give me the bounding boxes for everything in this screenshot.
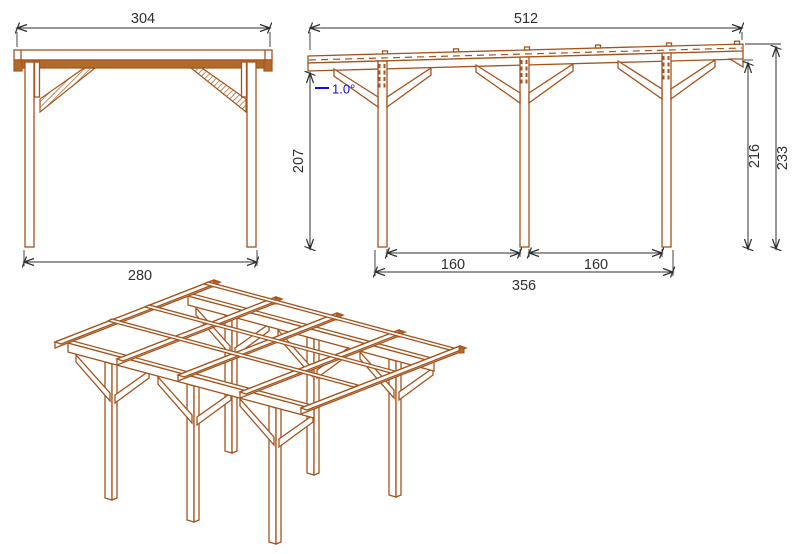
post bbox=[519, 56, 530, 248]
dim-bay-2: 160 bbox=[584, 257, 608, 273]
post bbox=[661, 52, 672, 248]
rafter bbox=[53, 279, 222, 349]
rafter-end-cap bbox=[458, 346, 465, 354]
dim-front-overall-width: 304 bbox=[131, 11, 155, 27]
knee-brace bbox=[75, 353, 111, 403]
hidden-edge-dashed-line bbox=[308, 47, 743, 61]
rafter bbox=[115, 296, 284, 366]
knee-brace bbox=[670, 58, 716, 101]
dim-height-roof-right: 233 bbox=[775, 146, 791, 170]
post bbox=[246, 61, 257, 248]
roof-batten bbox=[143, 304, 397, 374]
knee-brace bbox=[617, 59, 663, 101]
dim-side-overall-length: 512 bbox=[514, 11, 538, 27]
post bbox=[186, 383, 200, 523]
post-connector-strip bbox=[33, 61, 41, 98]
knee-brace bbox=[333, 67, 379, 109]
roof-plank bbox=[13, 49, 273, 61]
beam-end-block bbox=[13, 59, 23, 72]
post bbox=[268, 405, 282, 545]
front-elevation-view: 304 280 bbox=[13, 11, 273, 284]
dim-bay-1: 160 bbox=[441, 257, 465, 273]
dim-side-post-span: 356 bbox=[512, 278, 536, 294]
beam-end-block bbox=[263, 59, 273, 72]
dim-front-post-span: 280 bbox=[128, 268, 152, 284]
bolt-marks bbox=[378, 64, 386, 88]
post bbox=[388, 358, 402, 498]
slope-annotation: 1.0° bbox=[315, 82, 355, 97]
header-beam bbox=[17, 59, 269, 69]
beam-end-cleat bbox=[727, 58, 744, 69]
post bbox=[377, 60, 388, 248]
isometric-view bbox=[53, 279, 468, 545]
roof-batten bbox=[106, 318, 360, 388]
post bbox=[24, 61, 35, 248]
post bbox=[104, 361, 118, 501]
dim-height-left: 207 bbox=[291, 149, 307, 173]
rafter bbox=[238, 329, 407, 399]
knee-brace bbox=[386, 66, 432, 109]
side-elevation-view: 1.0° 512 207 216 233 160 160 356 bbox=[291, 11, 791, 294]
rafter bbox=[176, 312, 345, 382]
knee-brace bbox=[39, 67, 97, 114]
bolt-marks bbox=[662, 56, 670, 80]
knee-brace bbox=[475, 63, 521, 105]
knee-brace bbox=[528, 62, 574, 105]
post-connector-strip bbox=[240, 61, 248, 98]
slope-angle-label: 1.0° bbox=[332, 82, 355, 97]
knee-brace bbox=[189, 67, 247, 114]
dim-height-beam-right: 216 bbox=[747, 144, 763, 168]
roof-fixing-ticks bbox=[381, 40, 741, 55]
knee-brace bbox=[157, 375, 193, 425]
roof-batten bbox=[202, 281, 456, 351]
bolt-marks bbox=[520, 60, 528, 84]
knee-brace bbox=[114, 369, 150, 405]
knee-brace bbox=[239, 397, 275, 447]
rafter bbox=[299, 345, 468, 415]
